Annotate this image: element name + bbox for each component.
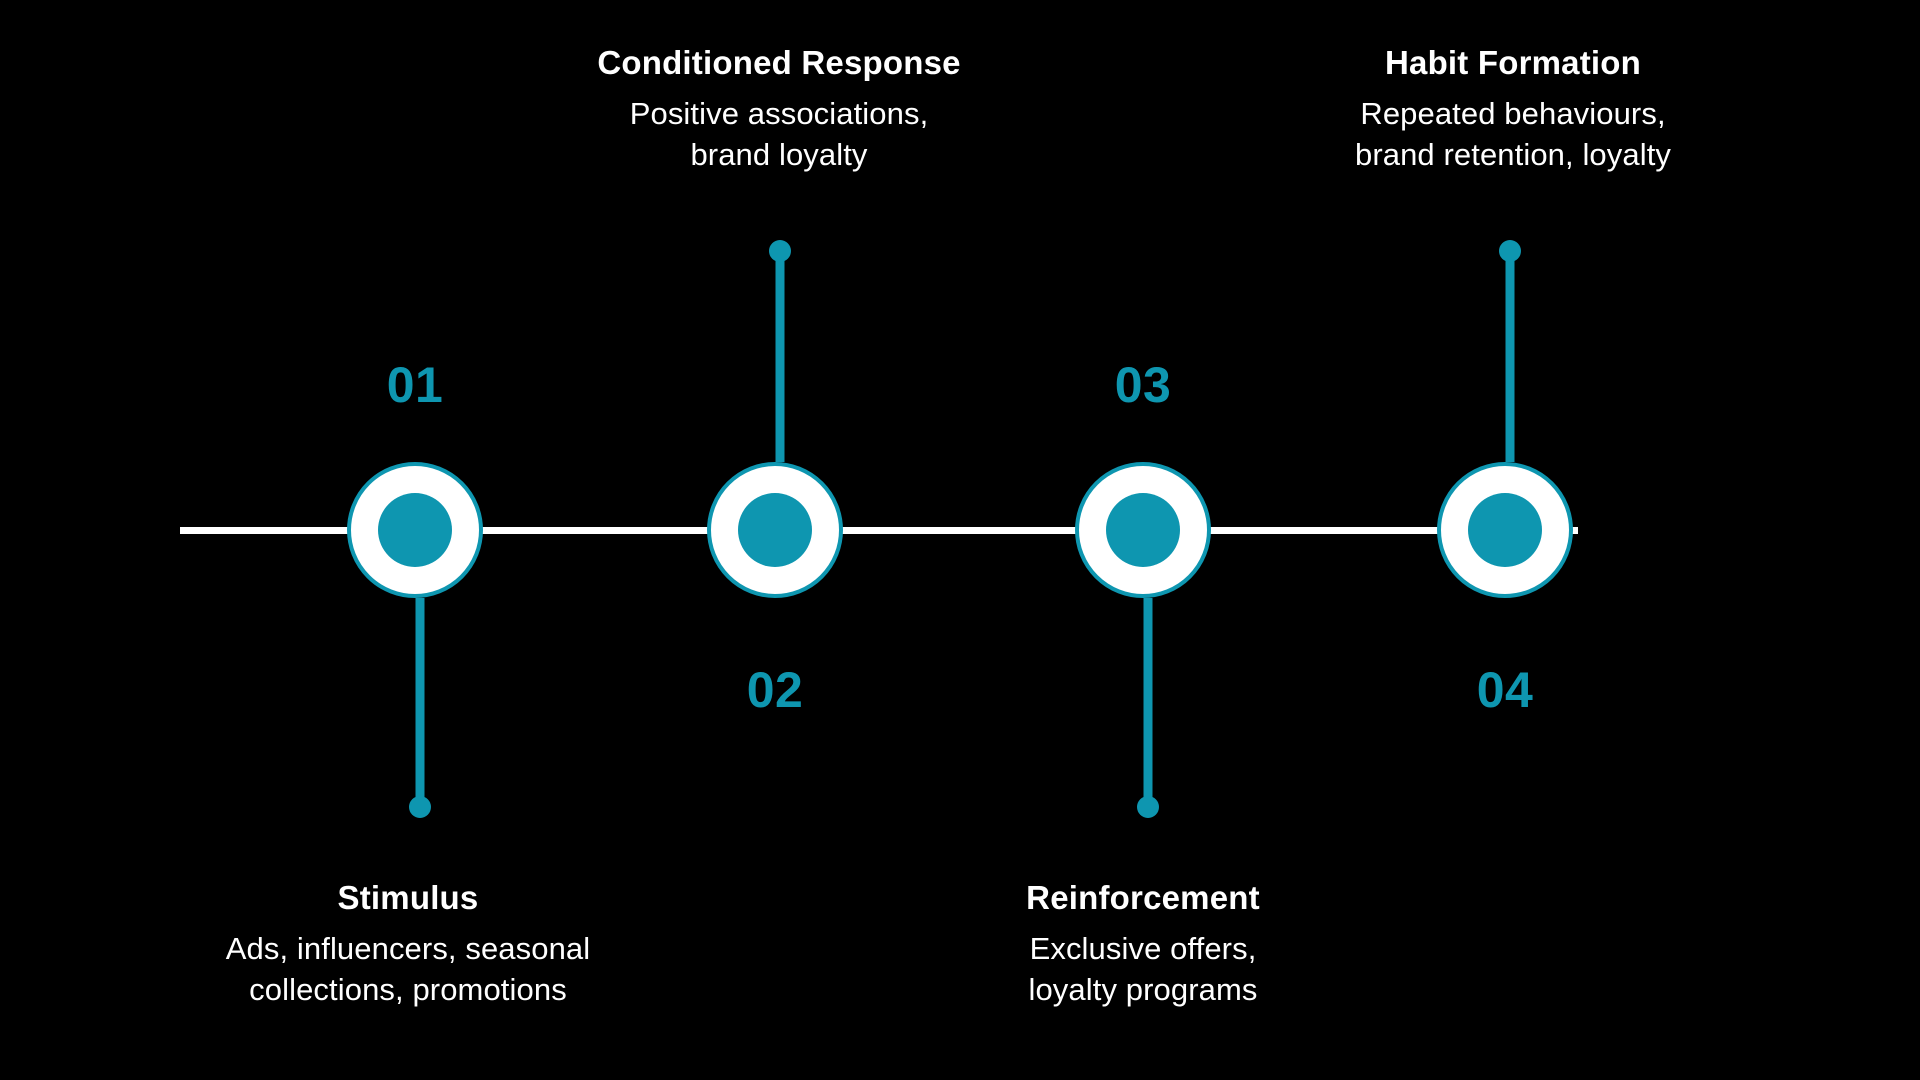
step-title-02: Conditioned Response <box>597 44 961 81</box>
connector-stem <box>1505 251 1515 462</box>
connector-cap-dot <box>409 796 431 818</box>
timeline-node-04[interactable] <box>1437 462 1573 598</box>
step-label-03: Reinforcement Exclusive offers, loyalty … <box>1026 879 1260 1011</box>
node-core <box>738 493 812 567</box>
connector-cap-dot <box>1137 796 1159 818</box>
step-desc-line: loyalty programs <box>1028 971 1258 1007</box>
timeline-node-01[interactable] <box>347 462 483 598</box>
step-number-02: 02 <box>746 662 804 718</box>
connector-stem <box>415 598 425 807</box>
step-desc-04: Repeated behaviours, brand retention, lo… <box>1355 94 1671 176</box>
step-label-02: Conditioned Response Positive associatio… <box>597 44 961 176</box>
node-core <box>1106 493 1180 567</box>
step-number-04: 04 <box>1476 662 1534 718</box>
timeline-node-03[interactable] <box>1075 462 1211 598</box>
connector-cap-dot <box>769 240 791 262</box>
connector-stem <box>1143 598 1153 807</box>
node-core <box>378 493 452 567</box>
connector-step-01 <box>409 598 431 818</box>
step-desc-01: Ads, influencers, seasonal collections, … <box>226 929 590 1011</box>
connector-step-03 <box>1137 598 1159 818</box>
step-desc-line: brand retention, loyalty <box>1354 136 1672 172</box>
step-title-03: Reinforcement <box>1026 879 1260 916</box>
step-label-04: Habit Formation Repeated behaviours, bra… <box>1355 44 1671 176</box>
step-desc-line: Repeated behaviours, <box>1360 95 1666 131</box>
connector-step-02 <box>769 240 791 462</box>
timeline-axis <box>180 527 1578 534</box>
step-desc-line: Ads, influencers, seasonal <box>225 930 591 966</box>
step-number-01: 01 <box>386 357 444 413</box>
step-title-01: Stimulus <box>337 879 479 916</box>
step-desc-03: Exclusive offers, loyalty programs <box>1026 929 1260 1011</box>
step-label-01: Stimulus Ads, influencers, seasonal coll… <box>226 879 590 1011</box>
connector-cap-dot <box>1499 240 1521 262</box>
step-desc-02: Positive associations, brand loyalty <box>597 94 960 176</box>
connector-stem <box>775 251 785 462</box>
step-desc-line: Positive associations, <box>629 95 929 131</box>
step-desc-line: collections, promotions <box>249 971 567 1007</box>
connector-step-04 <box>1499 240 1521 462</box>
step-number-03: 03 <box>1114 357 1172 413</box>
node-core <box>1468 493 1542 567</box>
step-title-04: Habit Formation <box>1384 44 1641 81</box>
step-desc-line: Exclusive offers, <box>1029 930 1257 966</box>
timeline-node-02[interactable] <box>707 462 843 598</box>
step-desc-line: brand loyalty <box>690 136 868 172</box>
